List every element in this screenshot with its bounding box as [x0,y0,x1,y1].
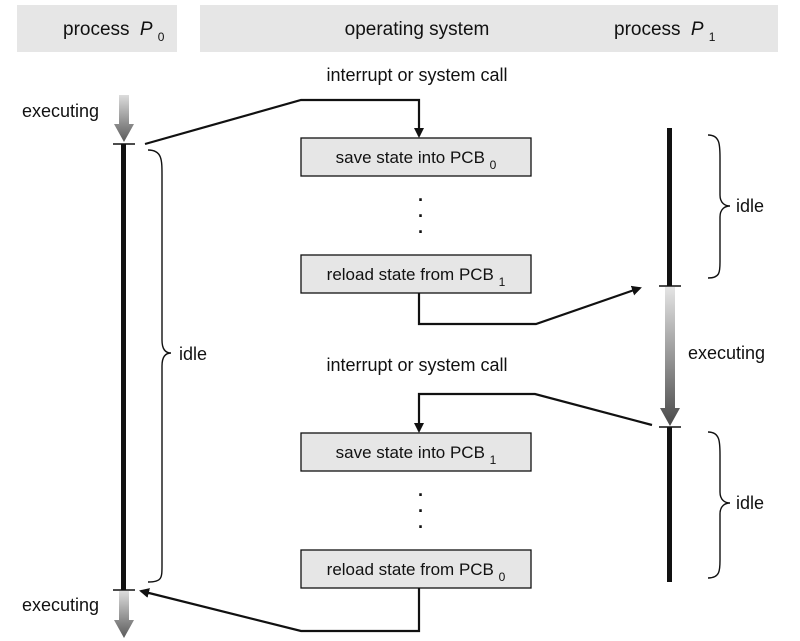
os-ellipsis-top-dot-1: · [418,190,424,210]
header-process-p0: process P 0 [63,19,165,44]
header-p1-symbol: P [691,19,704,40]
header-bg-os [200,5,600,52]
arrow-p1-to-save-pcb1 [414,392,653,433]
p1-idle-bar-top [667,128,672,286]
os-ellipsis-top-dot-3: · [418,222,424,242]
os-box-save-pcb1: save state into PCB 1 [300,432,532,472]
p0-timeline [113,95,135,638]
header-p0-label: process [63,19,130,40]
p0-idle-label: idle [179,344,207,364]
os-box-reload-pcb1-label: reload state from PCB 1 [327,265,506,289]
os-box-save-pcb1-label: save state into PCB 1 [336,443,497,467]
p1-executing-label: executing [688,343,765,363]
os-box-reload-pcb0-rect [300,549,532,589]
header-p0-subscript: 0 [158,30,165,44]
header-operating-system: operating system [345,19,490,40]
p0-idle-brace [147,149,172,583]
os-box-reload-pcb0: reload state from PCB 0 [300,549,532,589]
os-box-save-pcb0-label: save state into PCB 0 [336,148,497,172]
os-box-reload-pcb0-sub: 0 [499,570,506,584]
os-box-reload-pcb0-label: reload state from PCB 0 [327,560,506,584]
header-bg-p0 [17,5,177,52]
p1-idle-brace-top [707,134,731,279]
os-box-save-pcb1-sub: 1 [490,453,497,467]
p1-executing-arrow [660,287,680,426]
header-p0-symbol: P [140,19,153,40]
os-box-save-pcb1-rect [300,432,532,472]
os-box-save-pcb0-text: save state into PCB [336,148,485,167]
os-box-reload-pcb1-sub: 1 [499,275,506,289]
arrow-reload-pcb0-to-p0 [139,588,421,633]
os-ellipsis-bottom-dot-3: · [418,517,424,537]
os-box-save-pcb0-rect [300,137,532,177]
header-band [17,5,778,52]
p1-idle-brace-bottom [707,431,731,579]
p0-executing-label-bottom: executing [22,595,99,615]
os-ellipsis-bottom-dot-2: · [418,501,424,521]
arrow-reload-pcb1-to-p1 [417,285,642,326]
os-box-reload-pcb0-text: reload state from PCB [327,560,494,579]
os-box-save-pcb0-sub: 0 [490,158,497,172]
os-box-reload-pcb1: reload state from PCB 1 [300,254,532,294]
p0-executing-label-top: executing [22,101,99,121]
os-box-reload-pcb1-text: reload state from PCB [327,265,494,284]
os-box-save-pcb1-text: save state into PCB [336,443,485,462]
interrupt-label-bottom: interrupt or system call [326,355,507,375]
header-process-p1: process P 1 [614,19,716,44]
p0-idle-bar [121,144,126,590]
interrupt-label-top: interrupt or system call [326,65,507,85]
os-ellipsis-bottom-dot-1: · [418,485,424,505]
os-box-reload-pcb1-rect [300,254,532,294]
header-p1-subscript: 1 [709,30,716,44]
header-bg-p1 [600,5,778,52]
p1-timeline [659,128,681,582]
os-box-save-pcb0: save state into PCB 0 [300,137,532,177]
p0-executing-arrow-bottom [114,591,134,638]
p1-idle-label-bottom: idle [736,493,764,513]
p1-idle-label-top: idle [736,196,764,216]
p1-idle-bar-bottom [667,427,672,582]
header-p1-label: process [614,19,681,40]
arrow-p0-to-save-pcb0 [144,98,424,146]
os-ellipsis-top-dot-2: · [418,206,424,226]
p0-executing-arrow-top [114,95,134,142]
